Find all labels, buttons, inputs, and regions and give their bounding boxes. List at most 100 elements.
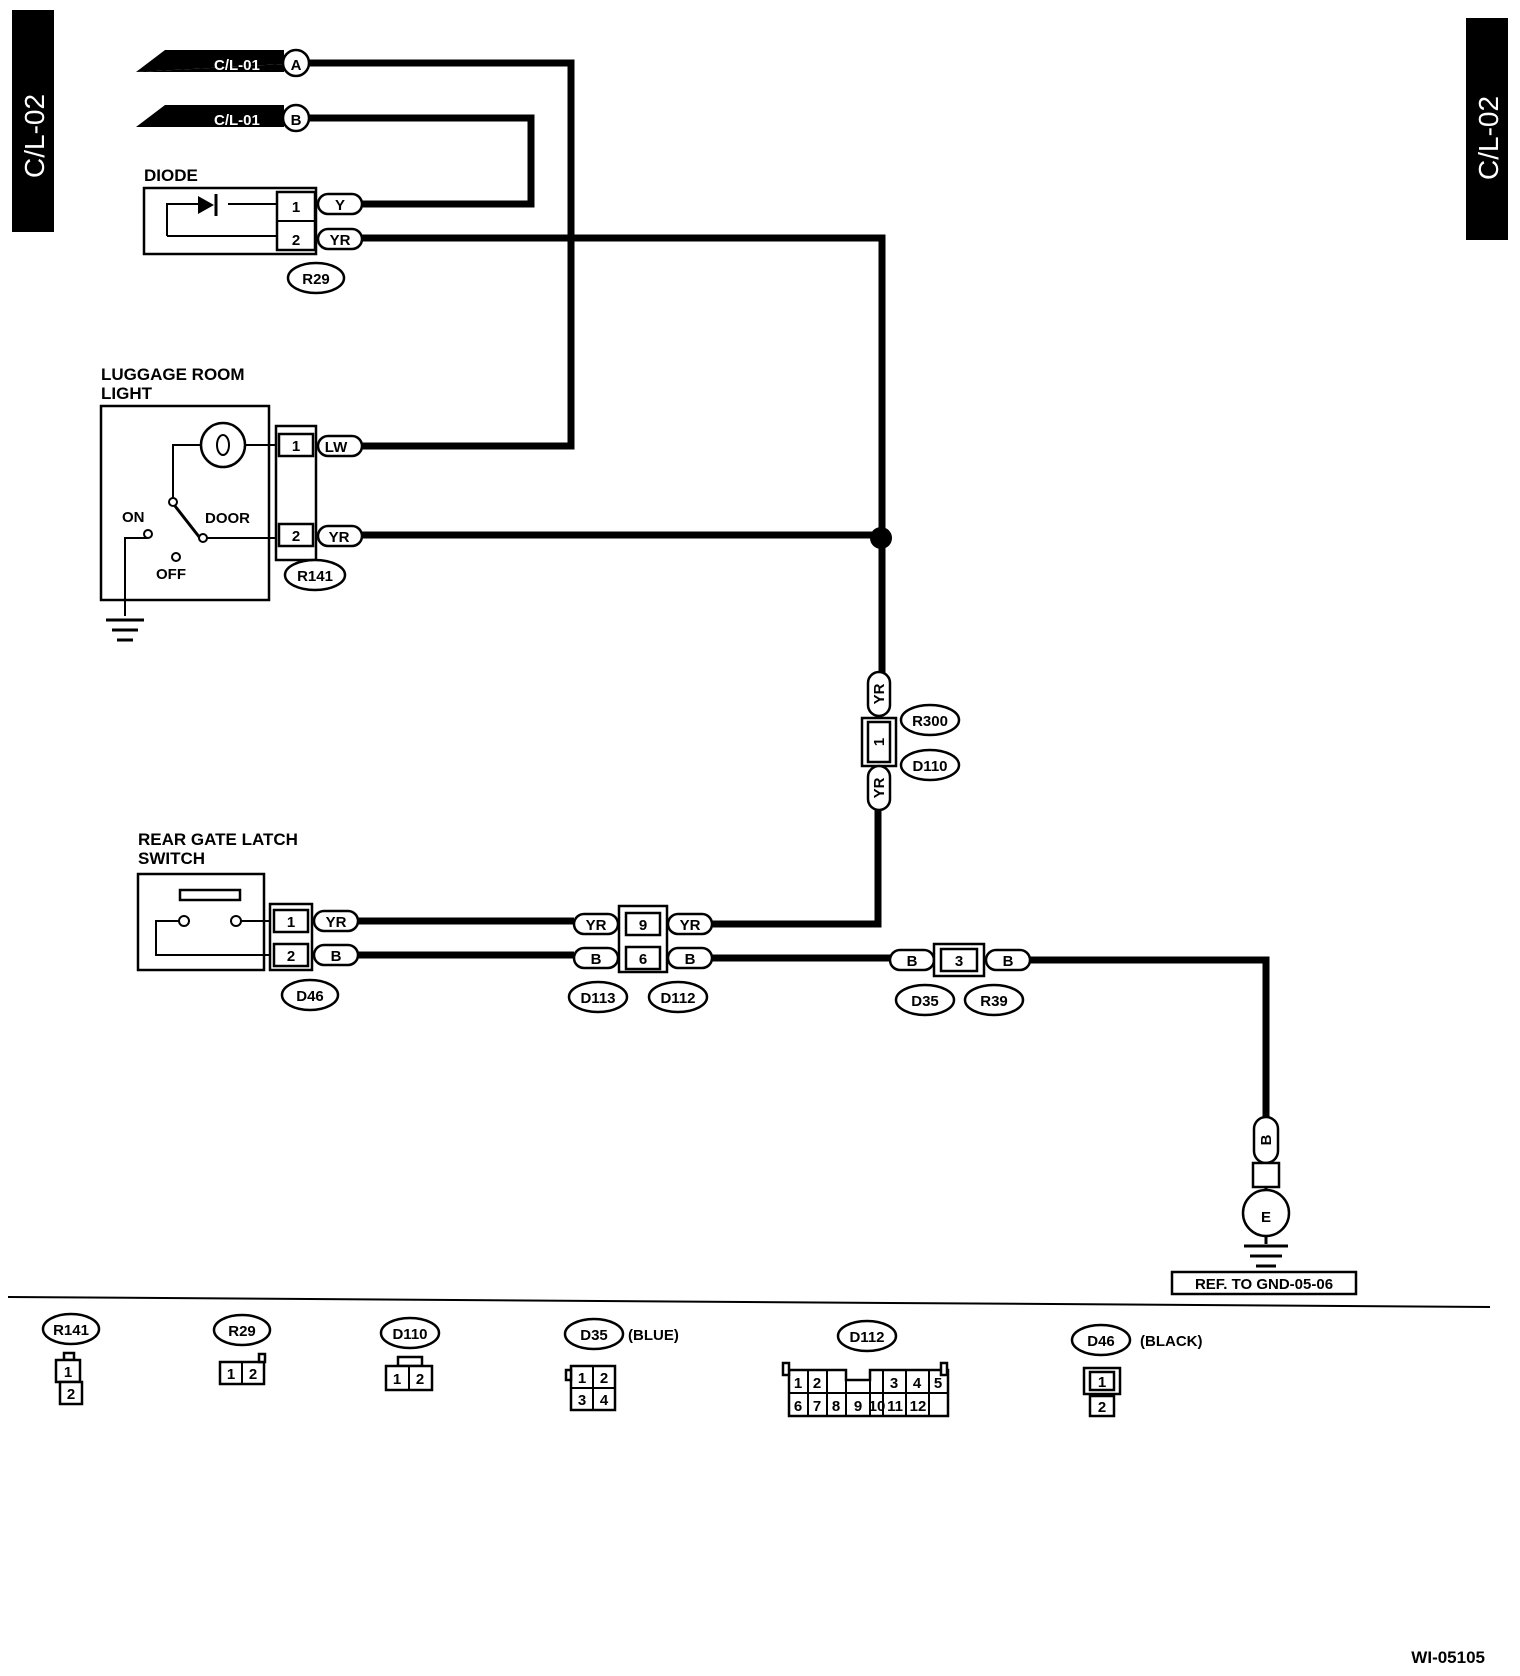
wire-b-ground xyxy=(1030,956,1270,1117)
wire-yr-top xyxy=(362,234,886,673)
legend-r141-id: R141 xyxy=(53,1322,89,1339)
legend-d112-pin12: 12 xyxy=(910,1398,927,1415)
ref-a-label: C/L-01 xyxy=(214,57,260,74)
wires xyxy=(309,59,1270,1117)
legend-d35-pin3: 3 xyxy=(578,1392,586,1409)
legend-r29-pin1: 1 xyxy=(227,1366,235,1383)
rear-gate-title-2: SWITCH xyxy=(138,849,205,868)
ground-letter: E xyxy=(1261,1209,1271,1226)
legend-d46: D46 (BLACK) 1 2 xyxy=(1070,1323,1202,1418)
rear-gate-pin2: 2 xyxy=(287,948,295,965)
ref-b-label: C/L-01 xyxy=(214,112,260,129)
junction-r300-d110[interactable]: YR 1 YR R300 D110 xyxy=(860,670,961,812)
ref-arrow-a[interactable]: C/L-01 A xyxy=(136,48,311,78)
ref-b-letter: B xyxy=(291,112,302,129)
diode-pin2: 2 xyxy=(292,232,300,249)
diode-wire1: Y xyxy=(335,197,345,214)
legend-d112-pin4: 4 xyxy=(913,1375,922,1392)
r300-wire: YR xyxy=(871,683,888,704)
d110-connector-id: D110 xyxy=(912,758,947,775)
splice-dot xyxy=(870,527,892,549)
legend-d112: D112 1 2 3 4 5 6 7 8 9 10 11 12 xyxy=(781,1319,950,1418)
d112-connector-id: D112 xyxy=(660,990,695,1007)
d110-wire: YR xyxy=(871,777,888,798)
diode-title: DIODE xyxy=(144,166,198,185)
rear-gate-title-1: REAR GATE LATCH xyxy=(138,830,298,849)
legend-r29: R29 1 2 xyxy=(212,1313,272,1386)
d113-connector-id: D113 xyxy=(580,990,615,1007)
legend-r141-pin1: 1 xyxy=(64,1364,72,1381)
legend-d35: D35 (BLUE) 1 2 3 4 xyxy=(563,1317,679,1412)
legend-d46-pin1: 1 xyxy=(1098,1374,1106,1391)
side-tab-right-label: C/L-02 xyxy=(1473,96,1504,180)
legend-d112-id: D112 xyxy=(849,1329,884,1346)
switch-off-label: OFF xyxy=(156,566,186,583)
side-tab-right: C/L-02 xyxy=(1466,18,1508,240)
wire-lw xyxy=(309,59,575,450)
ground-icon-luggage xyxy=(106,618,144,642)
ground-e[interactable]: B E REF. TO GND-05-06 xyxy=(1170,1115,1358,1296)
legend-d35-pin2: 2 xyxy=(600,1370,608,1387)
legend-d46-color: (BLACK) xyxy=(1140,1333,1202,1350)
junction-d35-r39[interactable]: B 3 B D35 R39 xyxy=(888,942,1032,1017)
ground-wire-label: B xyxy=(1258,1134,1275,1145)
rear-gate-pin1: 1 xyxy=(287,914,295,931)
r300-pin: 1 xyxy=(871,738,888,746)
legend-d112-pin2: 2 xyxy=(813,1375,821,1392)
legend-d112-pin8: 8 xyxy=(832,1398,840,1415)
d35-pin: 3 xyxy=(955,953,963,970)
legend-r141-pin2: 2 xyxy=(67,1386,75,1403)
figure-id: WI-05105 xyxy=(1411,1648,1485,1667)
diode-connector-id: R29 xyxy=(302,271,330,288)
rear-gate-connector-id: D46 xyxy=(296,988,324,1005)
luggage-light-component[interactable]: LUGGAGE ROOM LIGHT ON OFF DOOR 1 2 LW YR… xyxy=(99,365,364,642)
luggage-wire2: YR xyxy=(329,529,350,546)
legend-d112-pin3: 3 xyxy=(890,1375,898,1392)
junction-d113-d112[interactable]: YR B 9 6 YR B D113 D112 xyxy=(567,904,714,1014)
legend-d110-pin2: 2 xyxy=(416,1371,424,1388)
r39-wire: B xyxy=(1003,953,1014,970)
d113-wire-b: B xyxy=(591,951,602,968)
legend-d35-pin1: 1 xyxy=(578,1370,586,1387)
legend-d35-id: D35 xyxy=(580,1327,608,1344)
luggage-wire1: LW xyxy=(325,439,348,456)
d112-pin9: 9 xyxy=(639,917,647,934)
d112-wire-yr: YR xyxy=(680,917,701,934)
ref-arrow-b[interactable]: C/L-01 B xyxy=(136,103,311,133)
legend-r29-id: R29 xyxy=(228,1323,256,1340)
diode-wire2: YR xyxy=(330,232,351,249)
rear-gate-wire2: B xyxy=(331,948,342,965)
luggage-title-1: LUGGAGE ROOM xyxy=(101,365,245,384)
r300-connector-id: R300 xyxy=(912,713,948,730)
d112-pin6: 6 xyxy=(639,951,647,968)
diode-component[interactable]: DIODE 1 2 Y YR R29 xyxy=(142,166,364,295)
rear-gate-wire1: YR xyxy=(326,914,347,931)
d112-wire-b: B xyxy=(685,951,696,968)
rear-gate-component[interactable]: REAR GATE LATCH SWITCH 1 2 YR B D46 xyxy=(136,830,360,1012)
diode-pin1: 1 xyxy=(292,199,300,216)
d35-connector-id: D35 xyxy=(911,993,939,1010)
luggage-pin1: 1 xyxy=(292,438,300,455)
wire-yr-d112 xyxy=(712,810,882,928)
legend-d110-pin1: 1 xyxy=(393,1371,401,1388)
legend-d110: D110 1 2 xyxy=(379,1316,441,1392)
ground-ref-label: REF. TO GND-05-06 xyxy=(1195,1276,1333,1293)
legend-r141: R141 1 2 xyxy=(41,1312,101,1406)
d35-wire: B xyxy=(907,953,918,970)
switch-door-label: DOOR xyxy=(205,510,250,527)
switch-on-label: ON xyxy=(122,509,145,526)
luggage-connector-id: R141 xyxy=(297,568,333,585)
legend-d112-pin1: 1 xyxy=(794,1375,802,1392)
legend-d112-pin5: 5 xyxy=(934,1375,942,1392)
legend-d112-pin10: 10 xyxy=(869,1398,886,1415)
ref-a-letter: A xyxy=(291,57,302,74)
ground-icon xyxy=(1244,1244,1288,1268)
legend-d112-pin11: 11 xyxy=(887,1398,903,1415)
legend-d112-pin6: 6 xyxy=(794,1398,802,1415)
legend-d110-id: D110 xyxy=(392,1326,427,1343)
legend-r29-pin2: 2 xyxy=(249,1366,257,1383)
wire-y xyxy=(309,114,535,208)
lamp-icon xyxy=(199,421,247,469)
side-tab-left-label: C/L-02 xyxy=(19,94,50,178)
